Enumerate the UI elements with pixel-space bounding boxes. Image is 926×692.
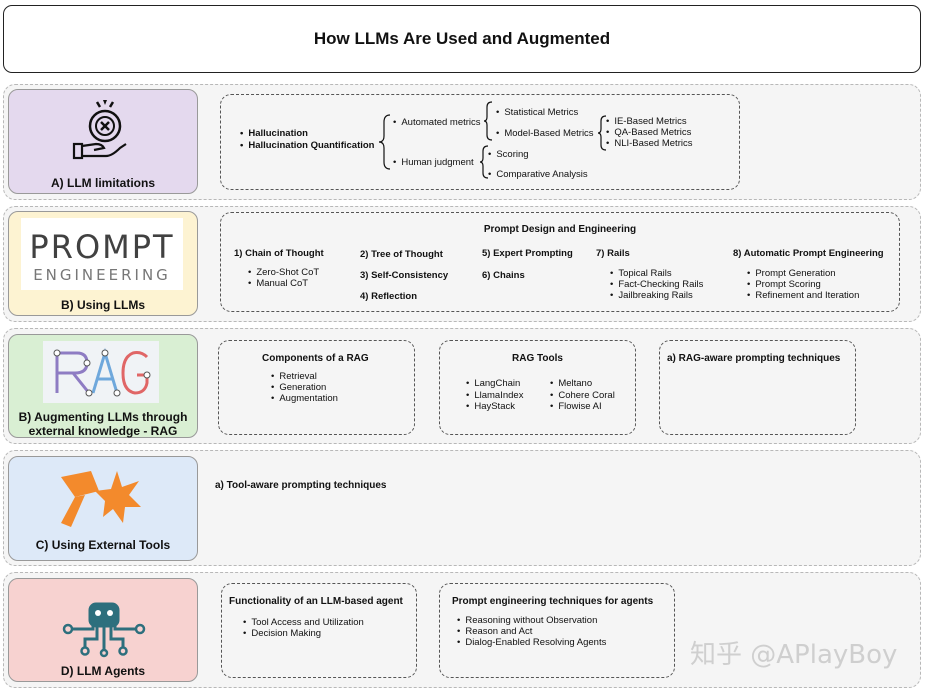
nli-based-metrics: NLI-Based Metrics	[606, 138, 692, 149]
brace-automated	[483, 101, 493, 141]
logo-prompt-text: PROMPT	[29, 228, 175, 266]
label-using-llms: B) Using LLMs	[61, 298, 145, 312]
agent-functionality-title: Functionality of an LLM-based agent	[229, 596, 403, 607]
statistical-metrics: Statistical Metrics	[496, 107, 578, 118]
hand-with-x-icon	[72, 100, 127, 160]
prompt-design-title: Prompt Design and Engineering	[483, 224, 637, 235]
decision-making: Decision Making	[243, 628, 321, 639]
jailbreaking-rails: Jailbreaking Rails	[610, 290, 692, 301]
prompt-scoring: Prompt Scoring	[747, 279, 820, 290]
limitations-box	[220, 94, 740, 190]
automated-metrics: Automated metrics	[393, 117, 480, 128]
agent-prompting-title: Prompt engineering techniques for agents	[452, 596, 654, 607]
dialog-enabled-agents: Dialog-Enabled Resolving Agents	[457, 637, 606, 648]
agent-prompting-box	[439, 583, 675, 678]
label-box-llm-agents: D) LLM Agents	[8, 578, 198, 682]
robot-octopus-icon	[62, 602, 146, 658]
label-llm-agents: D) LLM Agents	[60, 664, 146, 678]
tree-of-thought: 2) Tree of Thought	[360, 249, 443, 260]
label-box-external-tools: C) Using External Tools	[8, 456, 198, 561]
ie-based-metrics: IE-Based Metrics	[606, 116, 686, 127]
brace-main	[378, 114, 391, 170]
chains: 6) Chains	[482, 270, 525, 281]
page-title: How LLMs Are Used and Augmented	[3, 5, 921, 73]
comparative-analysis: Comparative Analysis	[488, 169, 587, 180]
rag-prompting-title: a) RAG-aware prompting techniques	[667, 353, 841, 364]
expert-prompting: 5) Expert Prompting	[482, 248, 573, 259]
human-judgment: Human judgment	[393, 157, 473, 168]
prompt-design-box	[220, 212, 900, 312]
rag-components-title: Components of a RAG	[262, 353, 369, 364]
label-box-augmenting-rag: B) Augmenting LLMs through external know…	[8, 334, 198, 438]
tool-aware-prompting: a) Tool-aware prompting techniques	[215, 480, 387, 491]
retrieval: Retrieval	[271, 371, 317, 382]
rag-tool-llamaindex: LlamaIndex	[466, 390, 523, 401]
brace-human	[479, 145, 489, 179]
qa-based-metrics: QA-Based Metrics	[606, 127, 691, 138]
refinement-and-iteration: Refinement and Iteration	[747, 290, 859, 301]
rag-logo	[43, 341, 159, 403]
augmentation: Augmentation	[271, 393, 338, 404]
model-based-metrics: Model-Based Metrics	[496, 128, 593, 139]
chain-of-thought: 1) Chain of Thought	[234, 248, 324, 259]
brace-model-based	[597, 115, 607, 151]
limitation-quantification: Hallucination Quantification	[240, 140, 374, 151]
label-external-tools: C) Using External Tools	[35, 538, 171, 552]
rag-tool-cohere-coral: Cohere Coral	[550, 390, 615, 401]
fact-checking-rails: Fact-Checking Rails	[610, 279, 703, 290]
manual-cot: Manual CoT	[248, 278, 308, 289]
rag-tool-flowise: Flowise AI	[550, 401, 601, 412]
limitation-hallucination: Hallucination	[240, 128, 308, 139]
prompt-engineering-logo: PROMPT ENGINEERING	[21, 218, 183, 290]
automatic-prompt-engineering: 8) Automatic Prompt Engineering	[733, 248, 884, 259]
label-augmenting-line1: B) Augmenting LLMs through	[18, 410, 188, 424]
agent-functionality-box	[221, 583, 417, 678]
label-box-llm-limitations: A) LLM limitations	[8, 89, 198, 194]
prompt-generation: Prompt Generation	[747, 268, 835, 279]
reasoning-without-observation: Reasoning without Observation	[457, 615, 597, 626]
rag-tools-title: RAG Tools	[512, 353, 563, 364]
rails: 7) Rails	[596, 248, 630, 259]
self-consistency: 3) Self-Consistency	[360, 270, 449, 281]
rag-tool-meltano: Meltano	[550, 378, 592, 389]
rag-network-icon	[53, 347, 151, 397]
topical-rails: Topical Rails	[610, 268, 671, 279]
rag-tool-haystack: HayStack	[466, 401, 515, 412]
reflection: 4) Reflection	[360, 291, 418, 302]
generation: Generation	[271, 382, 326, 393]
reason-and-act: Reason and Act	[457, 626, 532, 637]
label-box-using-llms: PROMPT ENGINEERING B) Using LLMs	[8, 211, 198, 316]
logo-engineering-text: ENGINEERING	[33, 266, 171, 284]
rag-tools-box	[439, 340, 636, 435]
hammer-burst-icon	[61, 471, 141, 527]
watermark: 知乎 @APlayBoy	[690, 640, 898, 670]
tool-access: Tool Access and Utilization	[243, 617, 363, 628]
zero-shot-cot: Zero-Shot CoT	[248, 267, 319, 278]
rag-tool-langchain: LangChain	[466, 378, 520, 389]
label-llm-limitations: A) LLM limitations	[51, 176, 155, 190]
label-augmenting-line2: external knowledge - RAG	[28, 424, 178, 438]
rag-prompting-box	[659, 340, 856, 435]
scoring: Scoring	[488, 149, 528, 160]
rag-components-box	[218, 340, 415, 435]
